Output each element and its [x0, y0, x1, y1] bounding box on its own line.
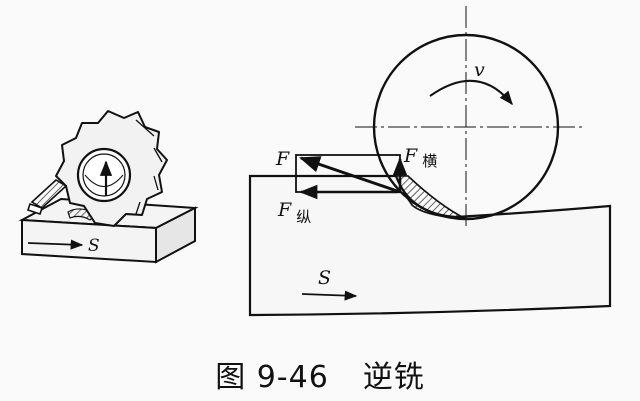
force-label-f: F: [275, 148, 290, 170]
velocity-label: v: [474, 59, 485, 81]
right-feed-arrow: [301, 290, 358, 301]
caption-title: 逆铣: [362, 360, 425, 395]
right-feed-label: S: [318, 267, 331, 289]
rotation-arrow: [429, 79, 513, 106]
right-section-view: v F F 横 F 纵 S: [248, 6, 612, 317]
left-clamp-block: [26, 179, 68, 216]
left-workpiece-block: [18, 197, 199, 264]
force-heng-base: F: [403, 145, 418, 167]
force-label-heng: F 横: [403, 145, 437, 170]
caption-number: 图 9-46: [215, 360, 329, 395]
figure-caption: 图 9-46 逆铣: [0, 352, 640, 395]
left-feed-label: S: [88, 236, 100, 256]
left-perspective-sketch: S: [18, 110, 199, 264]
resultant-force-arrow: [299, 156, 401, 194]
force-zong-sub: 纵: [296, 208, 311, 226]
left-feed-arrow: [27, 239, 84, 250]
force-heng-sub: 横: [422, 152, 437, 170]
force-zong-base: F: [277, 199, 292, 221]
force-label-zong: F 纵: [277, 199, 311, 226]
